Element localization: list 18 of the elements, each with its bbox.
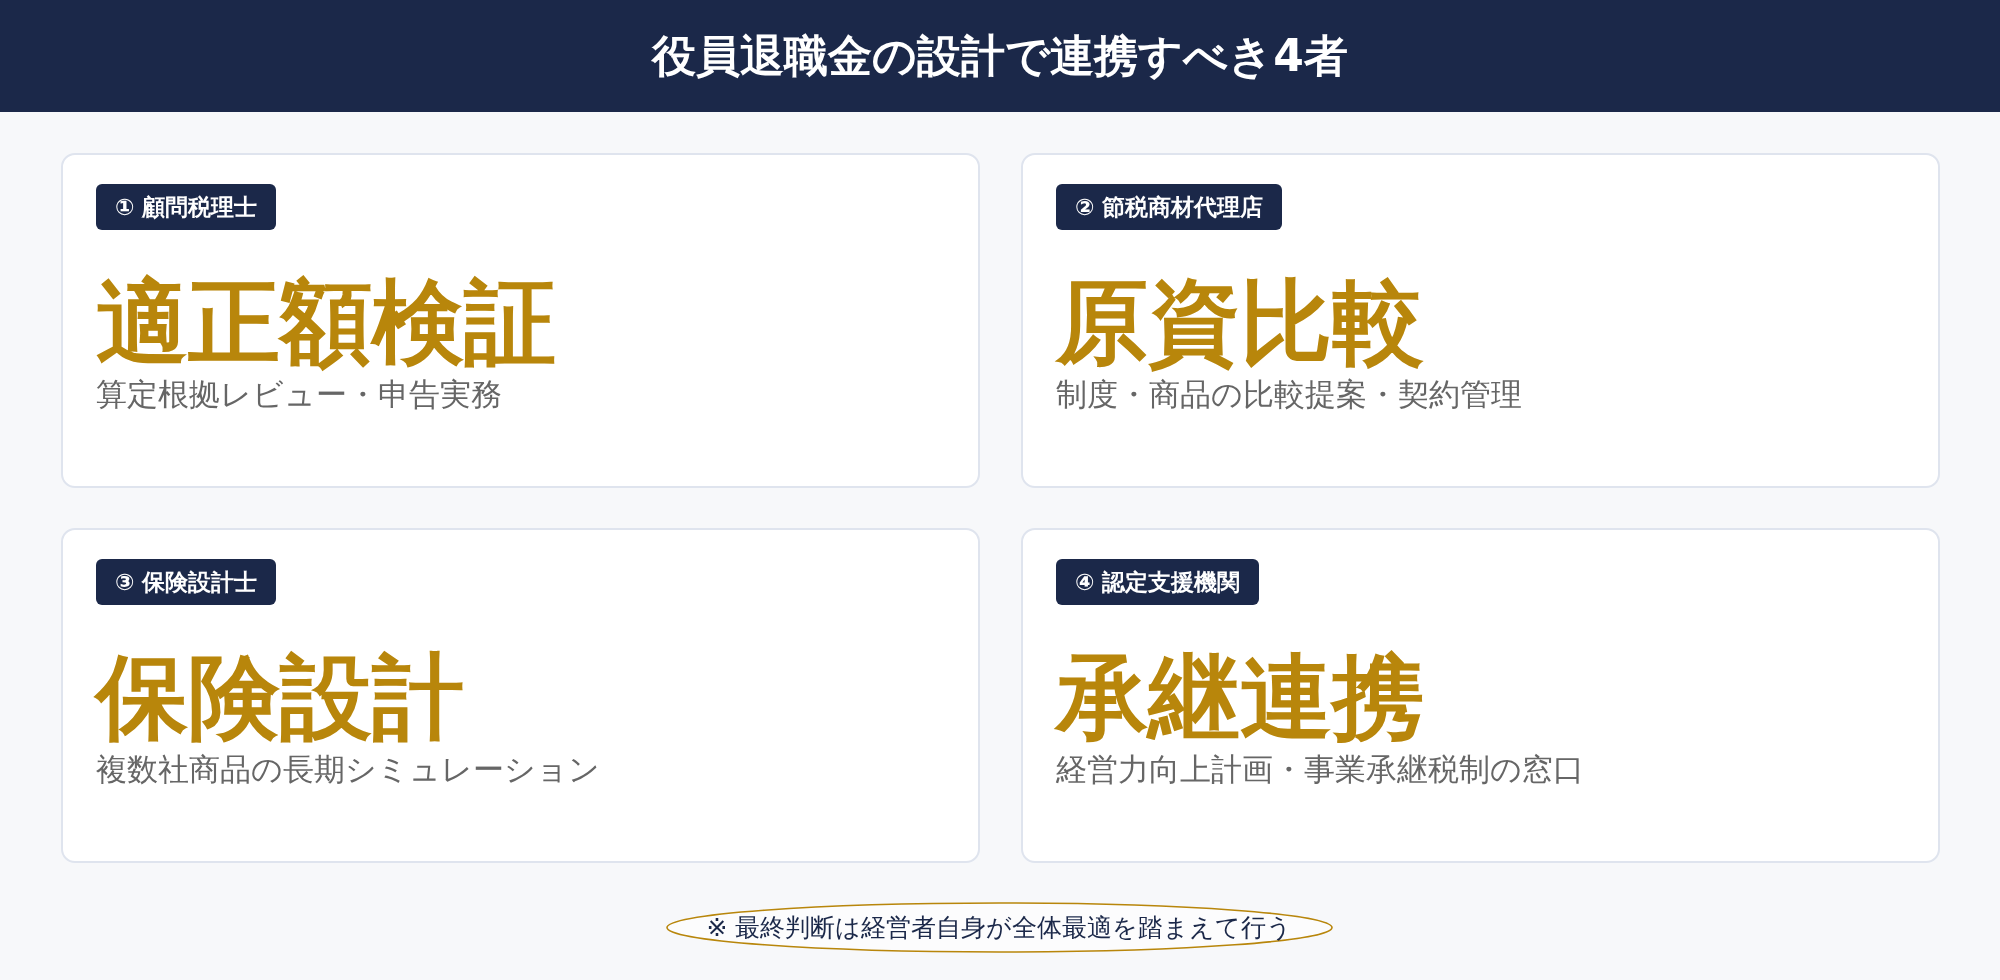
description: 複数社商品の長期シミュレーション xyxy=(96,751,600,789)
note-text: ※ 最終判断は経営者自身が全体最適を踏まえて行う xyxy=(706,912,1293,943)
role-badge: ④ 認定支援機関 xyxy=(1056,559,1260,605)
role-badge: ② 節税商材代理店 xyxy=(1056,184,1283,230)
heading: 原資比較 xyxy=(1056,275,1424,372)
description: 制度・商品の比較提案・契約管理 xyxy=(1056,376,1522,414)
card xyxy=(61,528,980,863)
description: 算定根拠レビュー・申告実務 xyxy=(96,376,502,414)
heading: 適正額検証 xyxy=(96,275,556,372)
note-ellipse xyxy=(666,902,1333,953)
role-badge: ① 顧問税理士 xyxy=(96,184,277,230)
heading: 承継連携 xyxy=(1056,650,1424,747)
role-badge: ③ 保険設計士 xyxy=(96,559,277,605)
card xyxy=(1021,153,1940,488)
card xyxy=(61,153,980,488)
description: 経営力向上計画・事業承継税制の窓口 xyxy=(1056,751,1584,789)
title: 役員退職金の設計で連携すべき4者 xyxy=(652,29,1348,83)
card xyxy=(1021,528,1940,863)
